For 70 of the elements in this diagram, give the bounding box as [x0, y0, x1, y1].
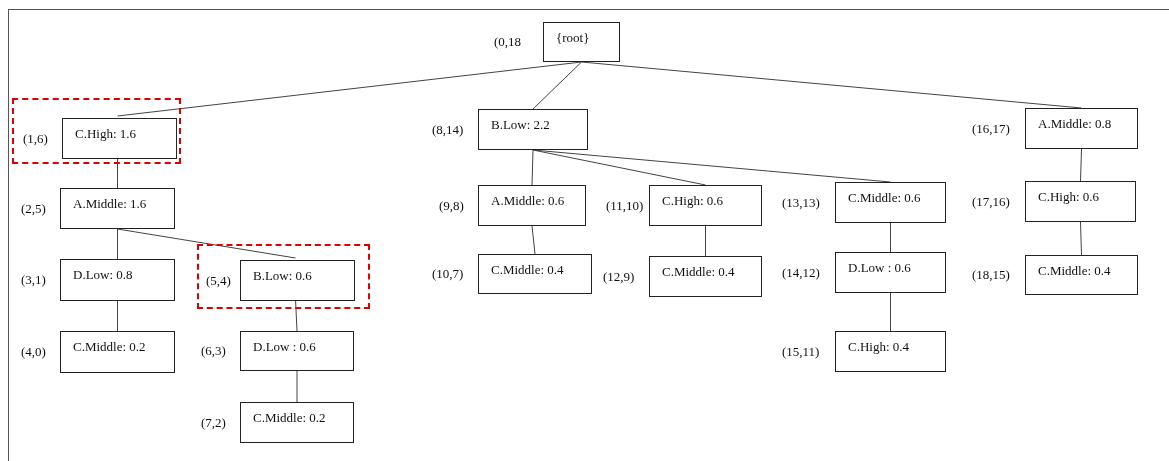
tree-edge [532, 61, 582, 110]
highlight-box [197, 244, 370, 309]
node-box [543, 22, 620, 62]
node-index-label: (13,13) [782, 194, 820, 211]
node-index-label: (2,5) [21, 200, 46, 217]
node-index-label: (11,10) [606, 197, 644, 214]
node-label: C.Middle: 0.2 [253, 410, 326, 426]
node-box [649, 185, 762, 226]
node-label: C.High: 0.4 [848, 339, 910, 355]
tree-edge [1080, 221, 1082, 256]
node-index-label: (12,9) [603, 268, 635, 285]
node-index-label: (6,3) [201, 343, 226, 359]
node-box [1025, 255, 1138, 295]
node-index-label: (5,4) [206, 272, 231, 289]
tree-edge [117, 300, 118, 332]
node-box [1025, 181, 1136, 222]
node-box [649, 256, 762, 297]
tree-edge [531, 149, 534, 186]
node-label: C.Middle: 0.4 [1038, 263, 1111, 279]
node-index-label: (9,8) [439, 197, 464, 214]
node-label: A.Middle: 0.6 [491, 193, 565, 209]
tree-edge [531, 225, 536, 255]
node-index-label: (4,0) [21, 344, 46, 360]
node-index-label: (0,18 [494, 34, 522, 50]
node-box [478, 109, 588, 150]
node-index-label: (3,1) [21, 272, 46, 288]
node-label: B.Low: 2.2 [491, 117, 550, 133]
node-label: C.Middle: 0.6 [848, 190, 921, 206]
node-label: A.Middle: 0.8 [1038, 116, 1112, 132]
highlight-box [12, 98, 181, 164]
node-label: C.Middle: 0.4 [662, 264, 735, 280]
tree-edge [1080, 148, 1082, 182]
tree-edge [890, 222, 891, 253]
node-index-label: (15,11) [782, 343, 820, 360]
node-box [835, 331, 946, 372]
node-label: C.High: 0.6 [1038, 189, 1100, 205]
node-index-label: (16,17) [972, 120, 1010, 137]
node-box [60, 331, 175, 373]
node-box [835, 252, 946, 293]
node-index-label: (18,15) [972, 267, 1010, 283]
node-label: C.High: 0.6 [662, 193, 724, 209]
node-index-label: (1,6) [23, 130, 48, 147]
node-box [240, 402, 354, 443]
node-label: C.Middle: 0.2 [73, 339, 146, 355]
tree-edge [296, 370, 298, 403]
tree-edge [117, 228, 118, 260]
node-box [62, 118, 177, 159]
node-label: D.Low: 0.8 [73, 267, 133, 283]
node-box [240, 260, 355, 301]
node-label: C.Middle: 0.4 [491, 262, 564, 278]
node-box [60, 259, 175, 301]
node-label: A.Middle: 1.6 [73, 196, 147, 212]
node-box [1025, 108, 1138, 149]
tree-edge [890, 292, 891, 332]
node-index-label: (7,2) [201, 414, 226, 431]
node-index-label: (8,14) [432, 121, 464, 138]
node-label: B.Low: 0.6 [253, 268, 312, 284]
node-index-label: (10,7) [432, 266, 464, 282]
tree-edge [705, 225, 706, 257]
node-label: {root} [556, 30, 590, 46]
node-box [478, 185, 586, 226]
node-label: D.Low : 0.6 [253, 339, 316, 355]
node-label: D.Low : 0.6 [848, 260, 911, 276]
node-box [60, 188, 175, 229]
node-label: C.High: 1.6 [75, 126, 137, 142]
node-index-label: (14,12) [782, 264, 820, 281]
node-index-label: (17,16) [972, 193, 1010, 210]
node-box [478, 254, 592, 294]
node-box [835, 182, 946, 223]
node-box [240, 331, 354, 371]
